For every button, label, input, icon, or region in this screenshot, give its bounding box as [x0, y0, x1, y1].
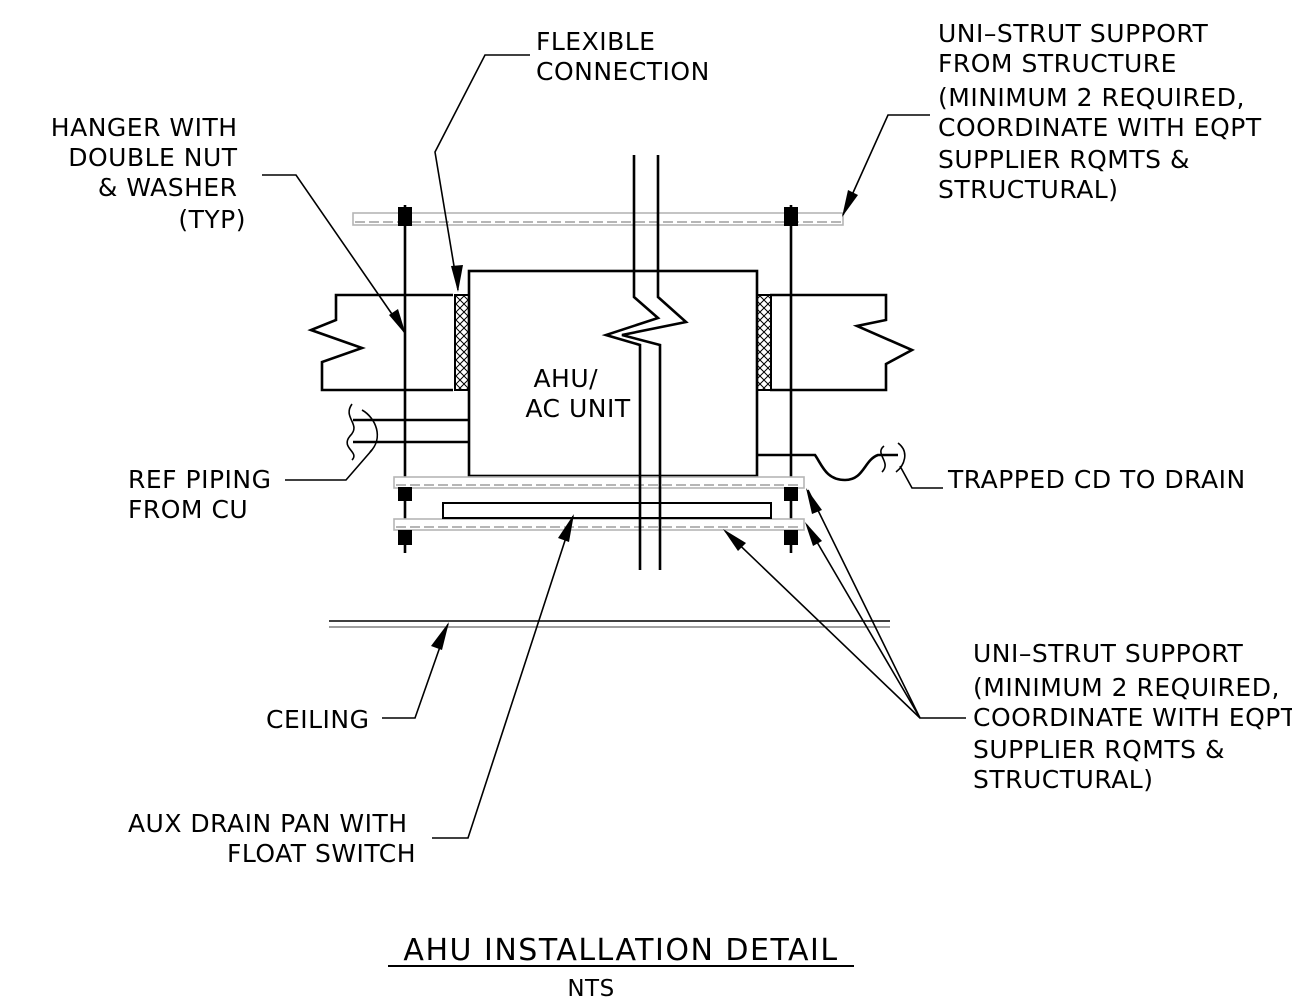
flexible-connection-right	[756, 294, 772, 391]
leader-ceiling	[382, 622, 449, 719]
flexible-connection-left	[454, 294, 470, 391]
leader-aux-drain	[432, 514, 574, 839]
label-flexible-connection: FLEXIBLE CONNECTION	[536, 27, 710, 86]
right-duct	[770, 293, 915, 392]
hanger-nuts	[398, 207, 798, 545]
label-aux-drain: AUX DRAIN PAN WITH FLOAT SWITCH	[128, 809, 416, 868]
leader-ref-piping	[285, 449, 373, 481]
leader-trapped-cd	[899, 465, 943, 489]
cut-line-left	[601, 155, 661, 570]
label-ceiling: CEILING	[266, 705, 370, 734]
ahu-unit-box	[467, 269, 759, 478]
condensate-drain-trap	[757, 453, 898, 482]
drawing-title: AHU INSTALLATION DETAIL	[403, 933, 838, 968]
leader-flexible-connection	[434, 54, 530, 292]
label-trapped-cd: TRAPPED CD TO DRAIN	[947, 465, 1246, 494]
aux-drain-pan	[442, 502, 772, 519]
leader-top-unistrut	[842, 114, 930, 217]
label-unistrut-bottom: UNI–STRUT SUPPORT (MINIMUM 2 REQUIRED, C…	[973, 639, 1292, 794]
label-ahu: AHU/ AC UNIT	[525, 364, 630, 423]
ref-piping-lines	[346, 403, 469, 461]
drawing-scale: NTS	[567, 976, 614, 1002]
leader-bottom-unistrut	[723, 488, 966, 719]
top-unistrut-support	[352, 212, 844, 226]
cut-line-right	[621, 155, 689, 570]
drain-break-symbol	[880, 442, 906, 473]
label-unistrut-top: UNI–STRUT SUPPORT FROM STRUCTURE (MINIMU…	[938, 19, 1270, 204]
label-hanger: HANGER WITH DOUBLE NUT & WASHER (TYP)	[51, 113, 246, 234]
ceiling-line	[329, 620, 890, 628]
label-ref-piping: REF PIPING FROM CU	[128, 465, 280, 524]
left-duct	[307, 293, 453, 392]
leader-hanger	[262, 174, 406, 335]
